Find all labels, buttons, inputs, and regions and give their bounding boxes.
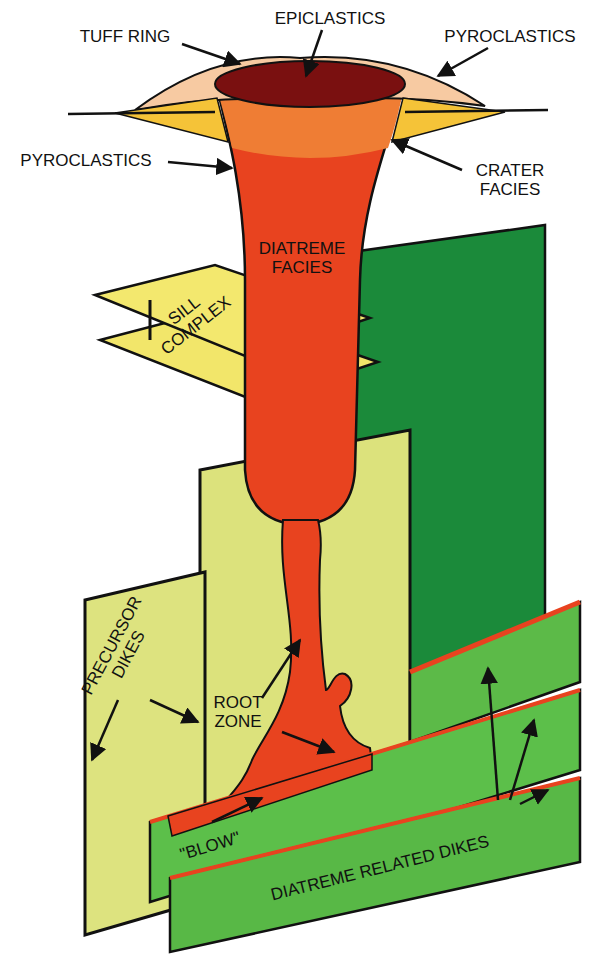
part-label: CRATER FACIES — [465, 161, 555, 199]
leader-arrow — [182, 44, 240, 64]
part-label: EPICLASTICS — [255, 9, 405, 28]
part-label: PYROCLASTICS — [6, 151, 166, 170]
leader-arrow — [510, 720, 534, 800]
blow-zone — [168, 754, 372, 836]
leader-arrow — [488, 668, 498, 800]
sill-feeder — [149, 300, 152, 340]
part-label: DIATREME RELATED DIKES — [242, 825, 518, 911]
part-label: PYROCLASTICS — [435, 27, 585, 46]
pyroclastic-deposit — [115, 98, 228, 142]
part-label: "BLOW" — [164, 824, 256, 868]
leader-arrow — [282, 732, 334, 752]
ground-surface — [405, 110, 548, 112]
leader-arrow — [438, 48, 488, 76]
part-label: ROOT ZONE — [208, 693, 268, 731]
leader-arrow — [212, 798, 262, 822]
dike-magma-edge — [410, 602, 580, 672]
leader-arrow — [92, 700, 118, 760]
part-label: DIATREME FACIES — [252, 239, 352, 277]
leader-arrow — [150, 700, 198, 722]
ground-surface — [68, 112, 215, 114]
leader-arrow — [392, 140, 462, 170]
part-label: TUFF RING — [65, 27, 185, 46]
part-label: SILL COMPLEX — [139, 272, 241, 364]
leader-arrow — [306, 30, 322, 76]
leader-arrow — [168, 162, 232, 168]
leader-arrow — [262, 640, 300, 698]
diatreme-pipe — [215, 80, 405, 525]
part-label: PRECURSOR DIKES — [77, 593, 162, 708]
leader-arrow — [520, 790, 548, 804]
pyroclastic-deposit — [392, 98, 505, 142]
diatreme-dike — [170, 778, 580, 952]
